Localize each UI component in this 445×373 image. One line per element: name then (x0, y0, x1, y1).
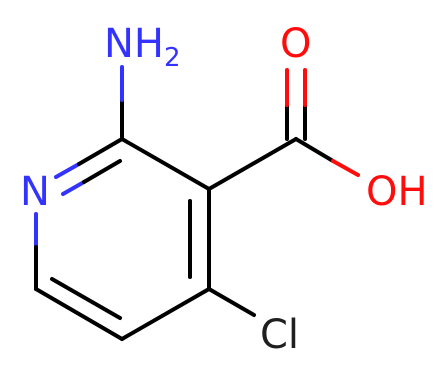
bond-c5-c6 (34, 287, 124, 341)
bond-c2-c3 (120, 137, 211, 191)
bond-n1-c2-black (77, 137, 124, 166)
bond-n1-c2-inner-black (82, 159, 122, 184)
ring-nitrogen-label: N (20, 169, 50, 215)
chlorine-label: Cl (260, 312, 299, 358)
amine-label: NH2 (104, 21, 181, 73)
bond-n1-c2-blue (54, 162, 81, 179)
bond-c3-carboxyl (207, 137, 298, 191)
bond-n1-c2-inner-blue (61, 180, 86, 196)
bond-c-oh-black (294, 137, 335, 163)
bond-c4-cl (207, 287, 256, 317)
bond-c-oh-red (331, 159, 360, 177)
hydroxyl-label: OH (366, 169, 428, 215)
carbonyl-oxygen-label: O (280, 21, 311, 67)
bond-c4-c5 (120, 287, 211, 341)
bond-c5-c6-inner (50, 277, 122, 320)
